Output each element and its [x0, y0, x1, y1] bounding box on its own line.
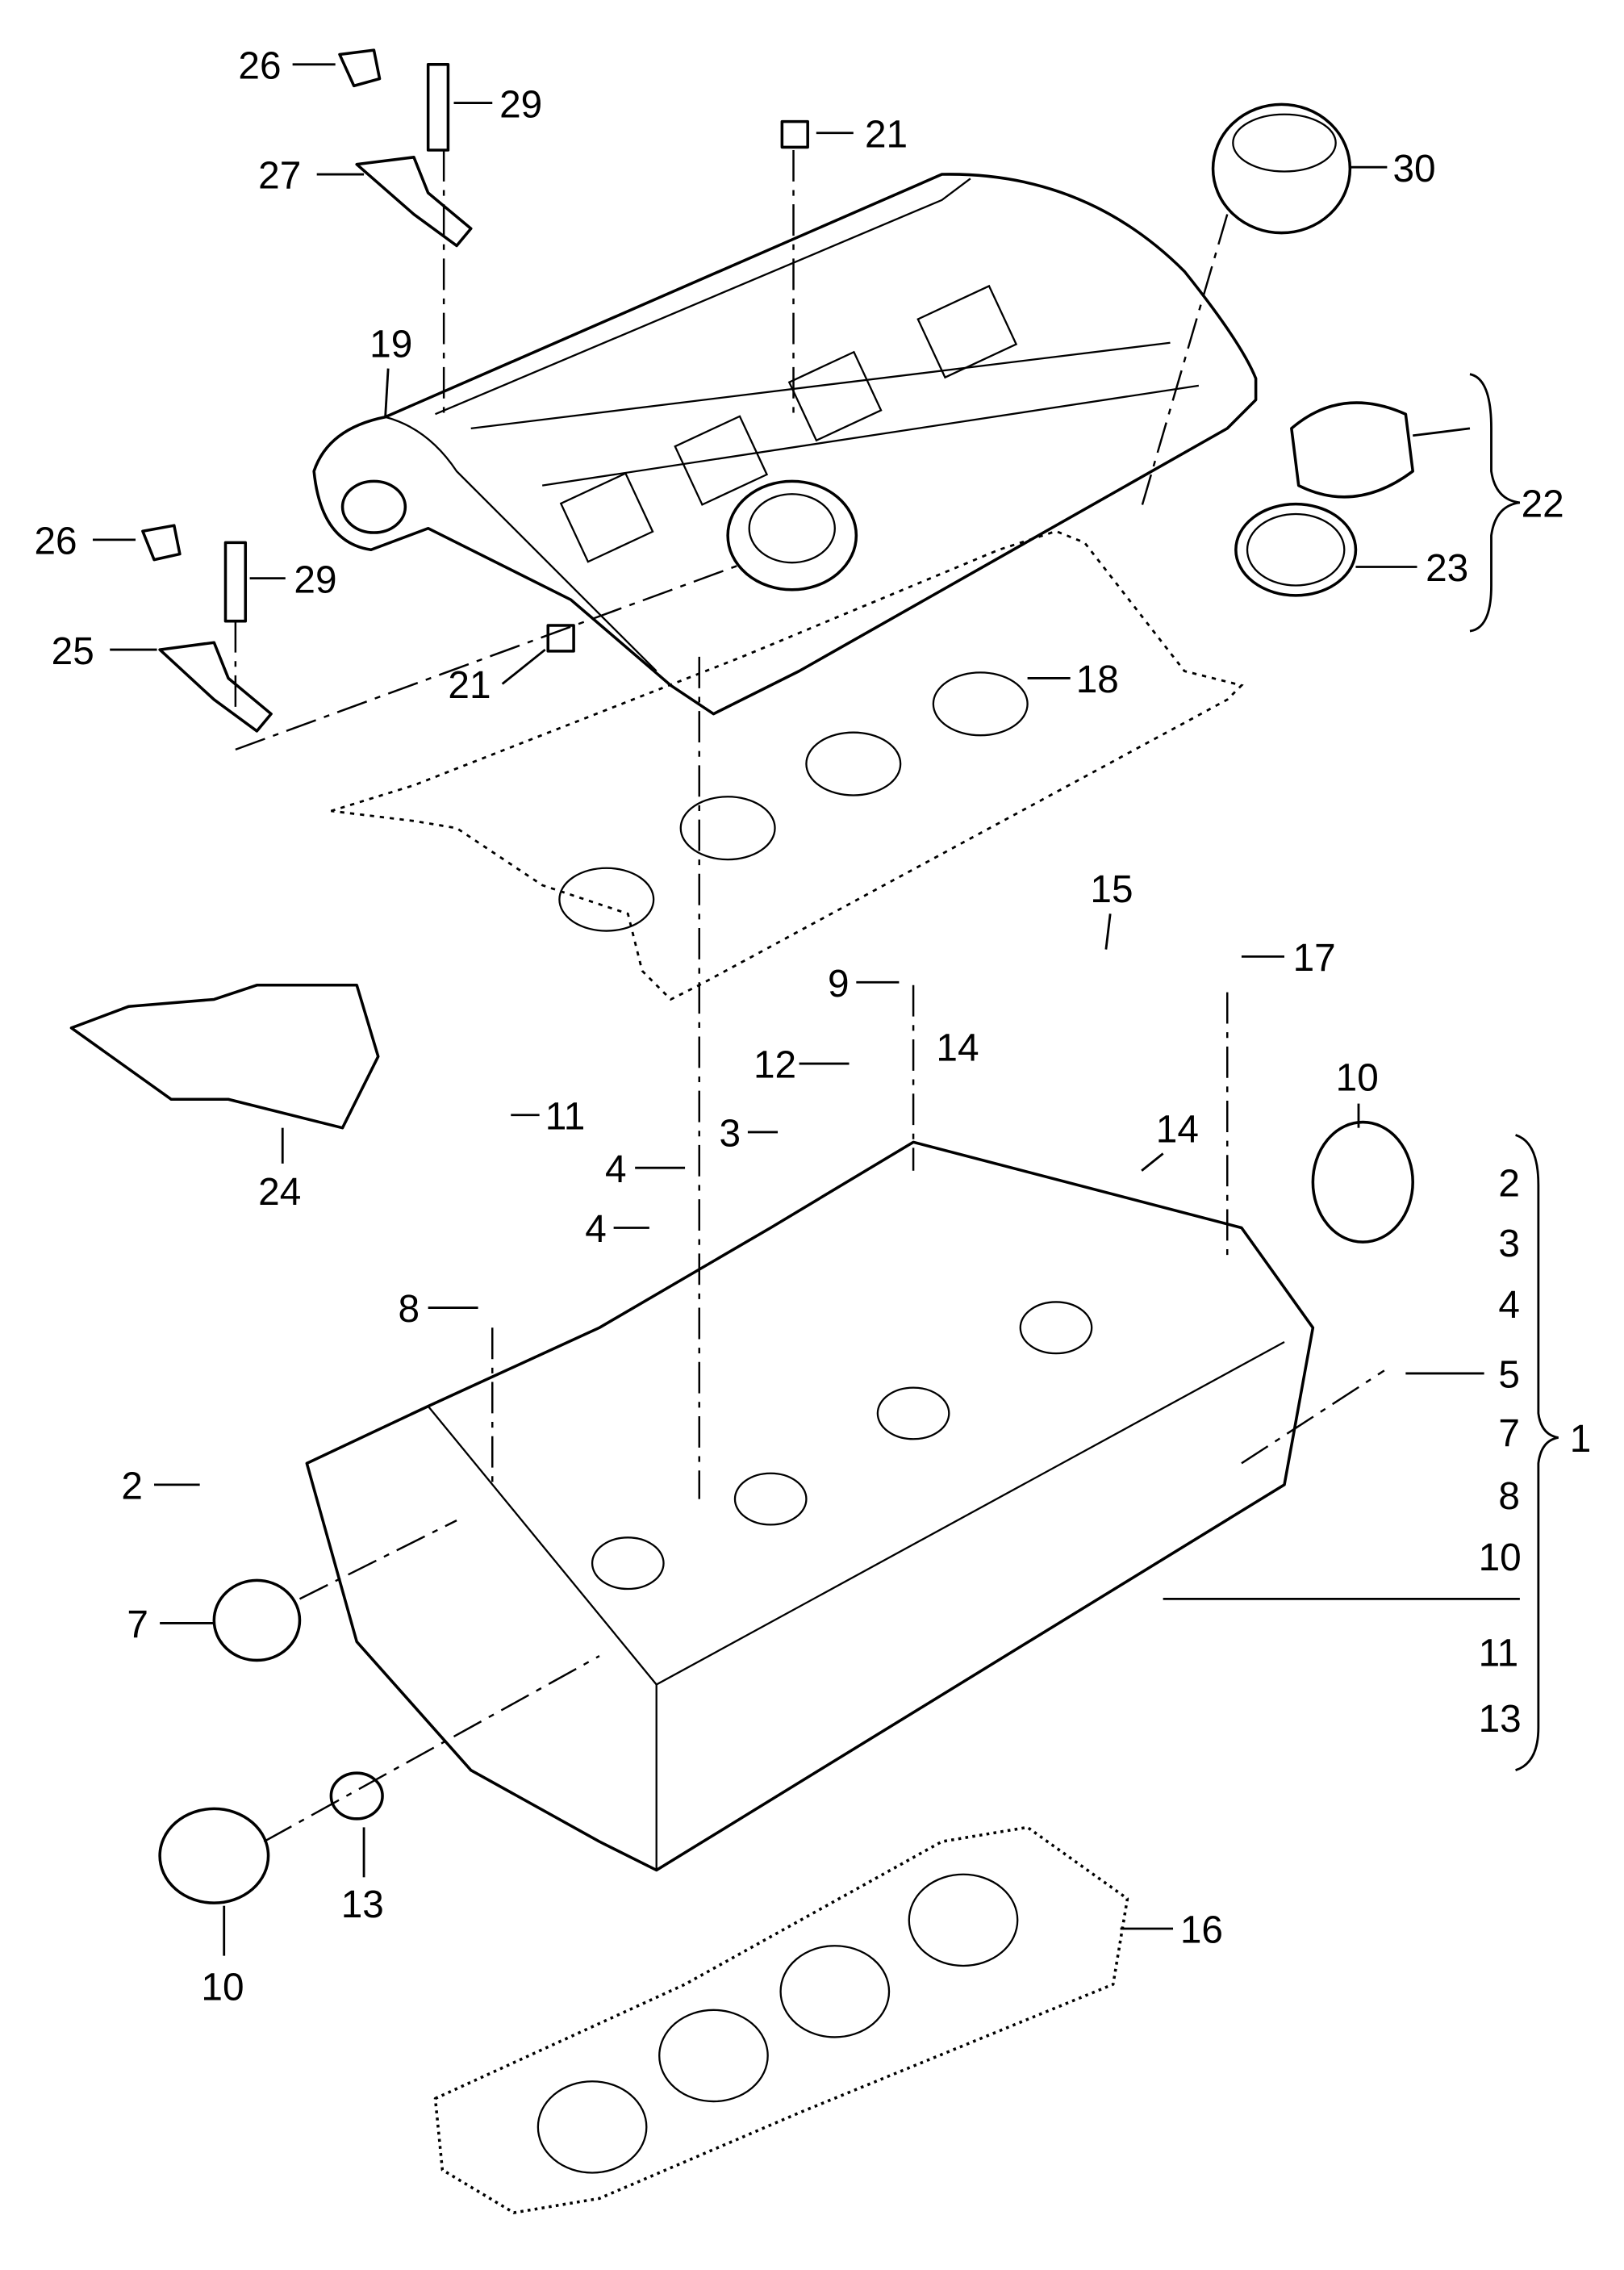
callout-9: 9: [828, 963, 850, 1005]
callout-23: 23: [1426, 547, 1468, 590]
assembly-item: 3: [1498, 1223, 1520, 1265]
callout-19: 19: [369, 323, 412, 366]
callout-30: 30: [1392, 148, 1435, 190]
assembly-item: 2: [1498, 1163, 1520, 1206]
callout-27: 27: [258, 155, 301, 198]
cap-and-seal: [1234, 401, 1414, 597]
callout-14: 14: [936, 1027, 979, 1070]
callout-2: 2: [121, 1465, 143, 1508]
assembly-item: 13: [1479, 1698, 1522, 1741]
callout-26: 26: [238, 45, 281, 88]
callout-10: 10: [201, 1966, 244, 2009]
assembly-1-list: 1 2 3 4 5 7 8 10 11 13: [1479, 1163, 1592, 1741]
callout-13: 13: [341, 1883, 384, 1926]
callout-11: 11: [545, 1095, 586, 1138]
callout-10: 10: [1336, 1057, 1379, 1100]
callout-26: 26: [34, 520, 77, 563]
callout-4: 4: [605, 1148, 627, 1191]
callout-17: 17: [1293, 937, 1336, 980]
cylinder-head: [305, 1140, 1315, 1872]
callout-12: 12: [754, 1044, 796, 1087]
head-gasket: [433, 1825, 1129, 2214]
callout-8: 8: [399, 1288, 420, 1331]
seals: [158, 1120, 1414, 1904]
callout-29: 29: [499, 83, 542, 126]
brackets-and-clips: [141, 48, 809, 733]
cover-gasket: [330, 529, 1244, 1001]
callout-29: 29: [294, 558, 336, 601]
assembly-item: 10: [1479, 1536, 1522, 1579]
callout-24: 24: [258, 1171, 301, 1214]
callout-3: 3: [720, 1113, 741, 1156]
sensor-part: [69, 983, 380, 1130]
callout-21: 21: [865, 113, 908, 156]
callout-4: 4: [585, 1208, 607, 1251]
assembly-item: 8: [1498, 1475, 1520, 1518]
callout-7: 7: [127, 1603, 148, 1646]
assembly-label: 1: [1570, 1418, 1592, 1461]
callout-22: 22: [1522, 483, 1564, 526]
callout-15: 15: [1090, 868, 1133, 911]
leader-lines: [92, 63, 1559, 1956]
assembly-item: 7: [1498, 1412, 1520, 1455]
callout-18: 18: [1076, 658, 1119, 701]
callout-16: 16: [1180, 1909, 1223, 1952]
callout-14: 14: [1156, 1108, 1199, 1151]
guide-lines: [234, 149, 1385, 1843]
assembly-item: 4: [1498, 1284, 1520, 1327]
callout-25: 25: [52, 630, 94, 673]
assembly-item: 5: [1498, 1354, 1520, 1397]
oil-filler-cap: [1211, 102, 1352, 235]
callout-21: 21: [448, 664, 491, 707]
callout-labels: 26 29 27 21 30 19 22 26 29 23 25 21 18 1…: [34, 45, 1563, 2009]
cylinder-head-cover: [312, 173, 1258, 716]
assembly-item: 11: [1479, 1632, 1519, 1675]
